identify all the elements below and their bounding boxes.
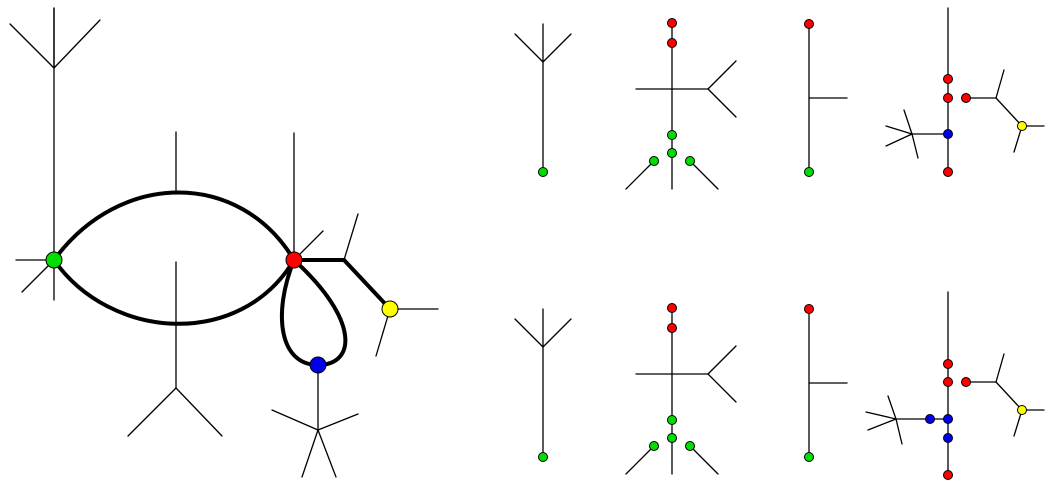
main-vertex-blue (309, 356, 327, 374)
main-graph-thin-edges (9, 7, 439, 478)
panel-top-row (514, 7, 1045, 190)
panel-bottom-tree-b (625, 302, 737, 475)
panel-top-tree-b (625, 17, 737, 190)
main-graph (9, 7, 439, 478)
main-vertex-red (285, 251, 303, 269)
panel-top-tree-a (514, 23, 572, 178)
panel-bottom-tree-c (803, 303, 848, 463)
panel-top-tree-c (803, 18, 848, 178)
panel-bottom-tree-d (865, 291, 1045, 480)
main-vertex-yellow (381, 300, 399, 318)
main-graph-thick-edges (52, 190, 392, 367)
panel-bottom-tree-a (514, 308, 572, 463)
panel-top-tree-d (885, 7, 1045, 177)
main-vertex-green (45, 251, 63, 269)
panel-bottom-row (514, 291, 1045, 480)
